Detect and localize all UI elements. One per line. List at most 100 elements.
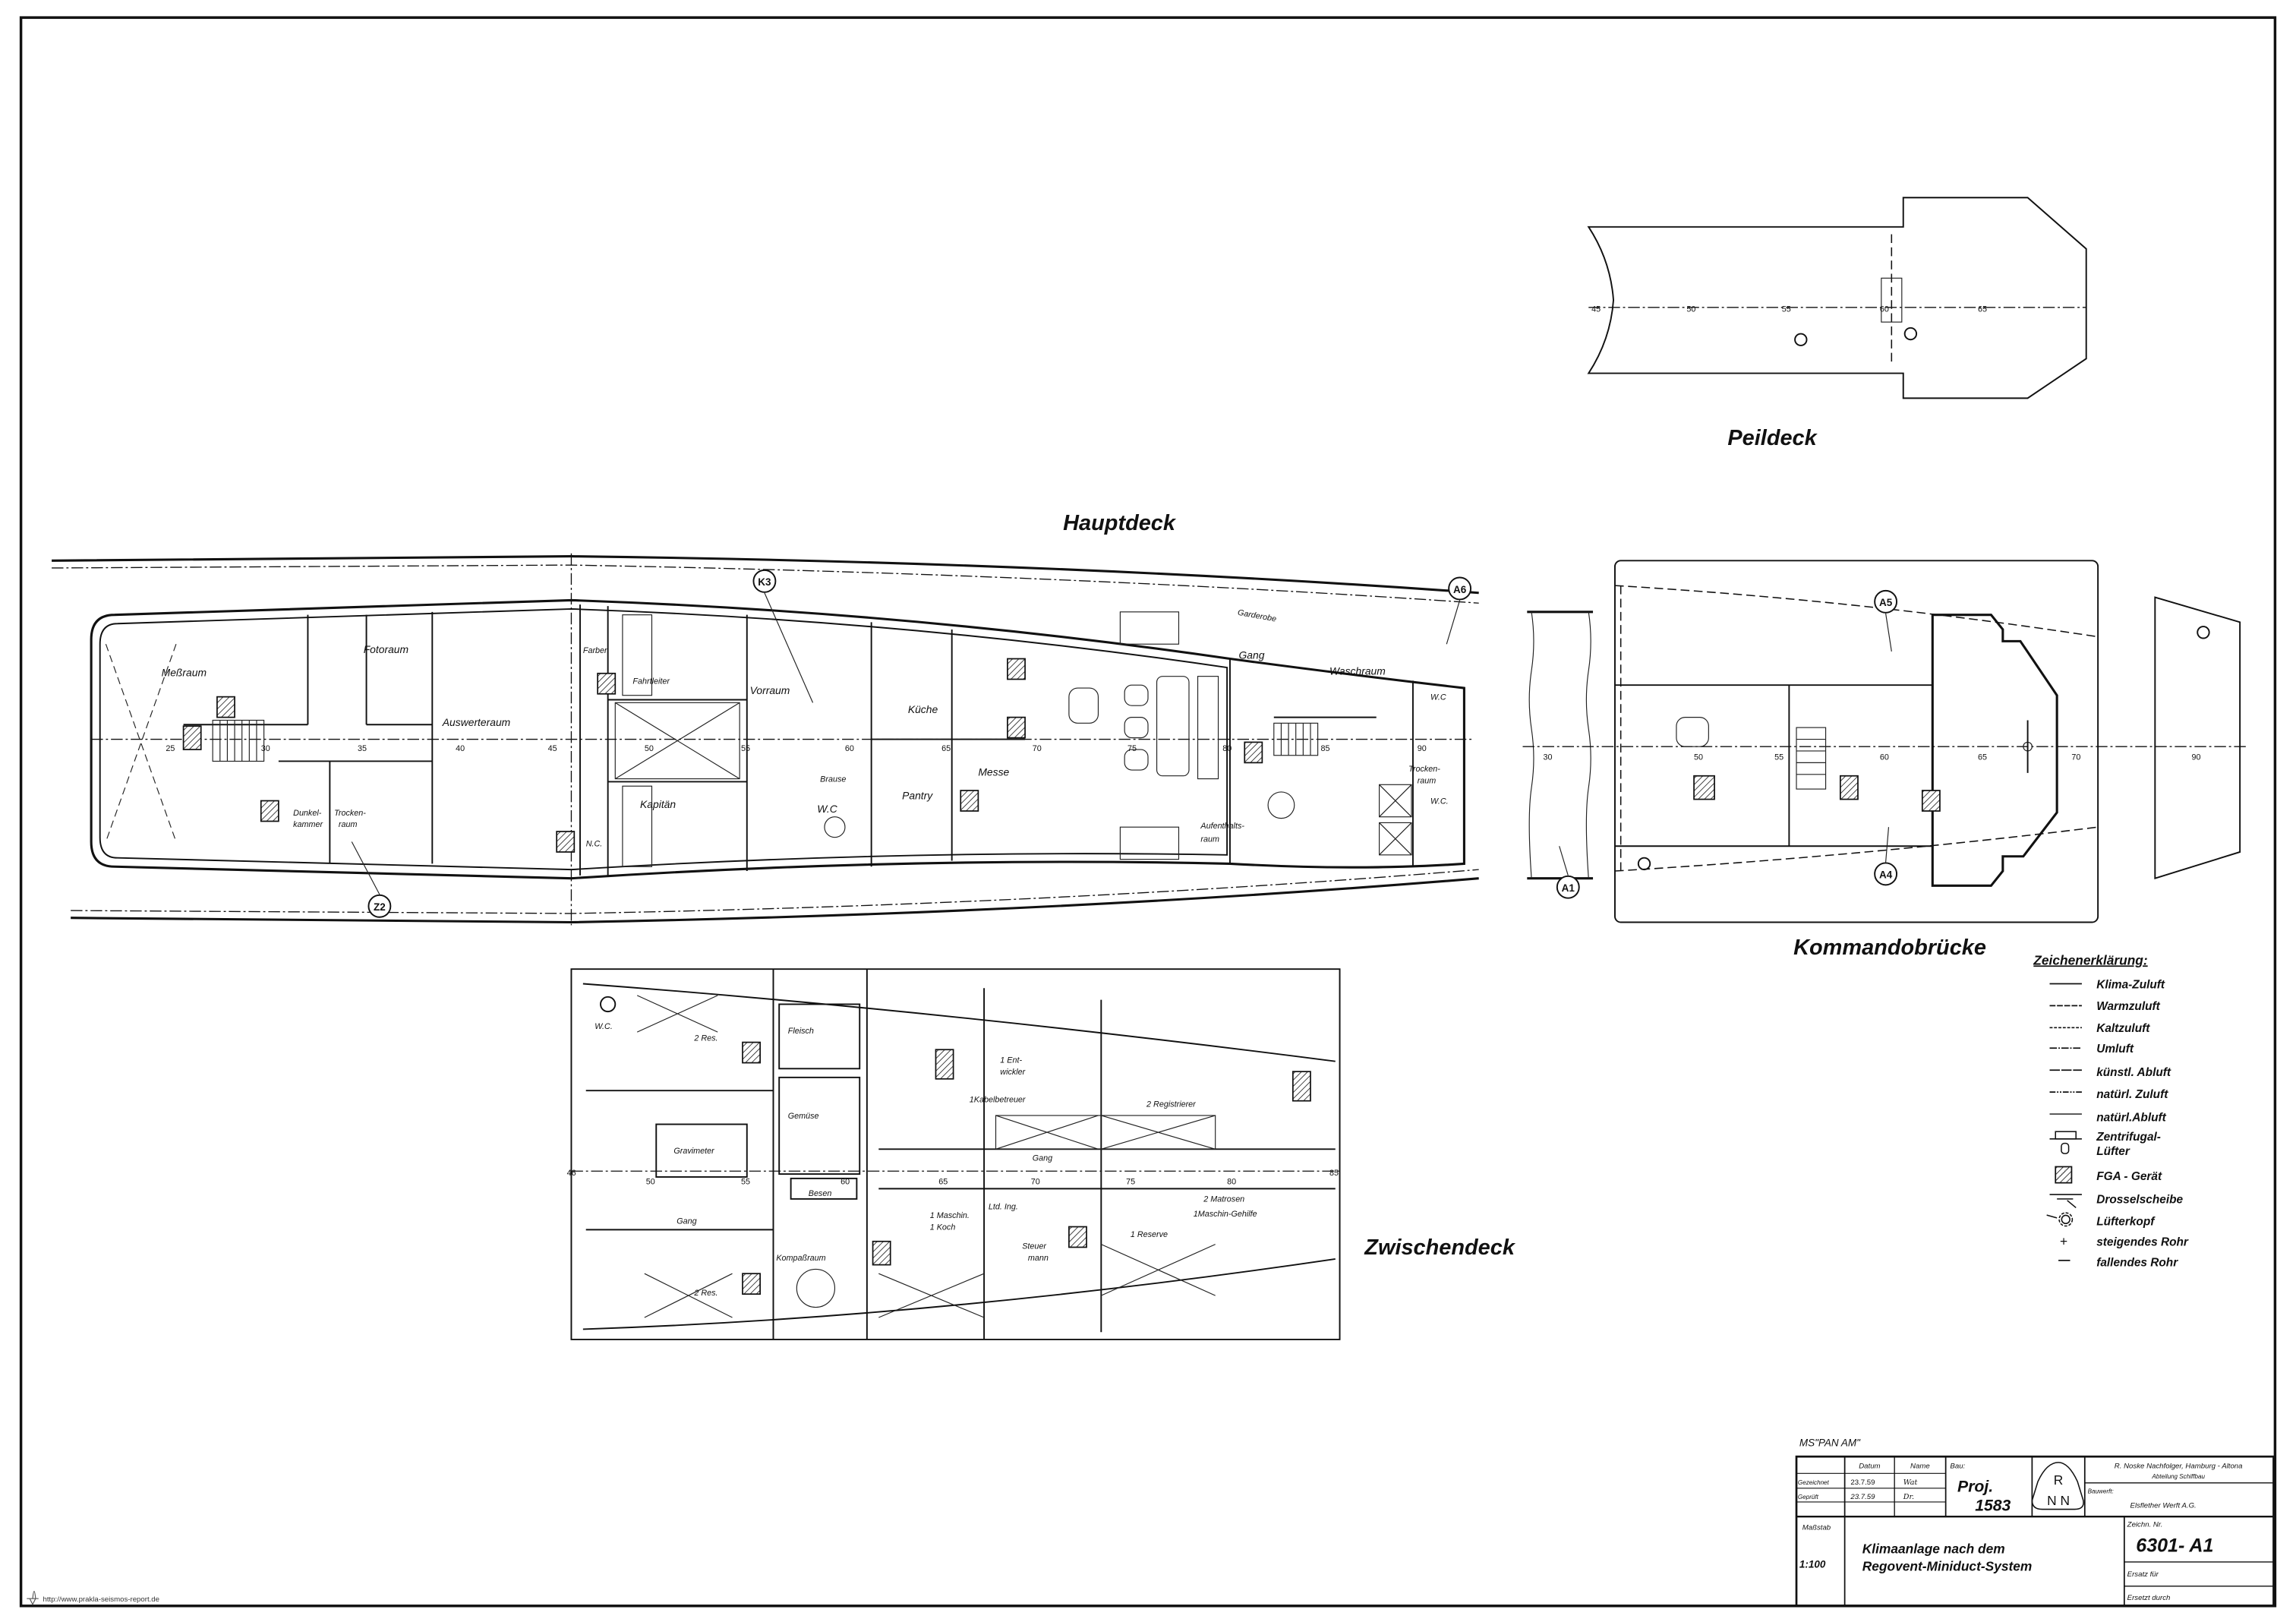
source-url[interactable]: http://www.prakla-seismos-report.de [43, 1595, 160, 1604]
fga-unit-icon [597, 672, 617, 695]
svg-text:fallendes Rohr: fallendes Rohr [2096, 1257, 2178, 1270]
frame-number: 55 [1782, 305, 1791, 314]
frame-number: 55 [1774, 753, 1784, 762]
svg-text:K3: K3 [758, 576, 771, 588]
fga-unit-icon [872, 1240, 891, 1266]
room-label: Fotoraum [364, 643, 408, 655]
room-label: Waschraum [1329, 665, 1386, 677]
fan-head-icon [1794, 333, 1808, 346]
room-label: Ltd. Ing. [989, 1202, 1018, 1211]
legend-item-steigendes-rohr: +steigendes Rohr [2060, 1234, 2189, 1249]
svg-text:A4: A4 [1879, 869, 1893, 881]
marker-a6: A6 [1446, 576, 1472, 645]
room-label: Auswerteraum [442, 716, 510, 728]
fga-unit-icon [1007, 658, 1026, 680]
legend-item-fga-geraet: FGA - Gerät [2055, 1166, 2162, 1184]
row-geprueft: Geprüft [1798, 1494, 1819, 1501]
svg-text:A6: A6 [1453, 584, 1467, 595]
bauwerft-value: Elsflether Werft A.G. [2130, 1502, 2197, 1510]
ersetzt-durch: Ersetzt durch [2127, 1594, 2171, 1602]
svg-text:natürl. Zuluft: natürl. Zuluft [2096, 1088, 2168, 1101]
svg-text:A1: A1 [1562, 882, 1575, 894]
legend-item-natuerl-abluft: natürl.Abluft [2049, 1112, 2167, 1125]
frame-number: 80 [1222, 744, 1232, 753]
svg-text:steigendes Rohr: steigendes Rohr [2096, 1236, 2189, 1249]
room-label: Farben [583, 646, 609, 655]
fan-head-icon [1903, 327, 1918, 341]
fga-unit-icon [1693, 775, 1715, 800]
frame-number: 60 [840, 1178, 850, 1187]
frame-number: 25 [166, 744, 175, 753]
svg-text:Lüfterkopf: Lüfterkopf [2096, 1216, 2156, 1229]
svg-text:Warmzuluft: Warmzuluft [2096, 1000, 2160, 1013]
room-label: Gravimeter [673, 1147, 714, 1156]
room-label: Fleisch [788, 1027, 814, 1036]
frame-number: 50 [1686, 305, 1695, 314]
room-label: 1Kabelbetreuer [970, 1096, 1026, 1105]
legend-item-natuerl-zuluft: natürl. Zuluft [2049, 1088, 2168, 1101]
room-label: 1 Maschin. [930, 1211, 970, 1220]
source-logo-icon [27, 1590, 39, 1606]
room-label: Gang [1033, 1154, 1052, 1163]
svg-text:natürl.Abluft: natürl.Abluft [2096, 1112, 2166, 1125]
frame-number: 50 [1694, 753, 1703, 762]
row-gezeichnet: Gezeichnet [1798, 1479, 1830, 1486]
room-label: Steuer [1022, 1242, 1046, 1251]
frame-number: 65 [1978, 305, 1987, 314]
frame-number: 46 [567, 1169, 576, 1178]
marker-a4: A4 [1874, 827, 1898, 886]
room-label: 1 Reserve [1131, 1230, 1168, 1239]
fga-unit-icon [1068, 1226, 1087, 1248]
geprueft-name: Dr. [1903, 1493, 1914, 1501]
room-label: Garderobe [1237, 608, 1277, 624]
fga-unit-icon [1839, 775, 1859, 800]
legend-item-fallendes-rohr: fallendes Rohr [2058, 1257, 2178, 1270]
fga-unit-icon [935, 1049, 954, 1080]
room-label: Messe [978, 766, 1009, 778]
room-label: Trocken- [1408, 765, 1440, 774]
fga-unit-icon [1921, 790, 1941, 812]
bau-project-number: 1583 [1975, 1497, 2011, 1514]
legend-item-kuenstl-abluft: künstl. Abluft [2049, 1066, 2171, 1079]
room-label: raum [1418, 776, 1437, 785]
marker-a1: A1 [1556, 846, 1580, 899]
frame-number: 75 [1128, 744, 1137, 753]
title-block [1795, 1455, 2275, 1608]
frame-number: 45 [548, 744, 557, 753]
room-label: Gemüse [788, 1112, 819, 1121]
room-label: Aufenthalts- [1200, 822, 1244, 831]
frame-number: 50 [646, 1178, 655, 1187]
fan-head-icon [2197, 626, 2210, 639]
frame-number: 75 [1126, 1178, 1135, 1187]
svg-text:Klima-Zuluft: Klima-Zuluft [2096, 978, 2165, 991]
room-label: raum [1200, 835, 1219, 844]
company-name: R. Noske Nachfolger, Hamburg - Altona [2115, 1463, 2243, 1471]
frame-number: 50 [645, 744, 654, 753]
column-datum: Datum [1859, 1463, 1880, 1471]
drawing-title-line-1: Klimaanlage nach dem [1862, 1541, 2005, 1556]
fan-head-icon [2046, 1212, 2074, 1227]
fga-unit-icon [182, 725, 202, 750]
deck-title-zwischendeck: Zwischendeck [1364, 1235, 1516, 1260]
gezeichnet-name: Wat [1903, 1478, 1918, 1487]
legend-item-kaltzuluft: Kaltzuluft [2049, 1022, 2150, 1035]
bauwerft-label: Bauwerft: [2088, 1488, 2114, 1494]
svg-text:Lüfter: Lüfter [2096, 1145, 2130, 1158]
fga-unit-icon [742, 1273, 762, 1295]
room-label: 1Maschin-Gehilfe [1194, 1210, 1257, 1219]
zeichn-nr-value: 6301- A1 [2136, 1535, 2213, 1556]
drawing-title-line-2: Regovent-Miniduct-System [1862, 1559, 2033, 1574]
bau-label: Bau: [1950, 1463, 1965, 1471]
room-label: Pantry [902, 790, 933, 802]
ersatz-fuer: Ersatz für [2127, 1570, 2159, 1579]
legend-item-warmzuluft: Warmzuluft [2049, 1000, 2161, 1013]
marker-a5: A5 [1874, 589, 1898, 652]
fan-head-icon [600, 996, 617, 1013]
legend-item-zentrifugal-luefter: Zentrifugal- Lüfter [2049, 1131, 2161, 1158]
frame-number: 65 [1978, 753, 1987, 762]
room-label: Brause [820, 775, 846, 784]
room-label: Kapitän [640, 798, 676, 810]
staircase [212, 719, 1319, 762]
fga-unit-icon [556, 831, 576, 853]
